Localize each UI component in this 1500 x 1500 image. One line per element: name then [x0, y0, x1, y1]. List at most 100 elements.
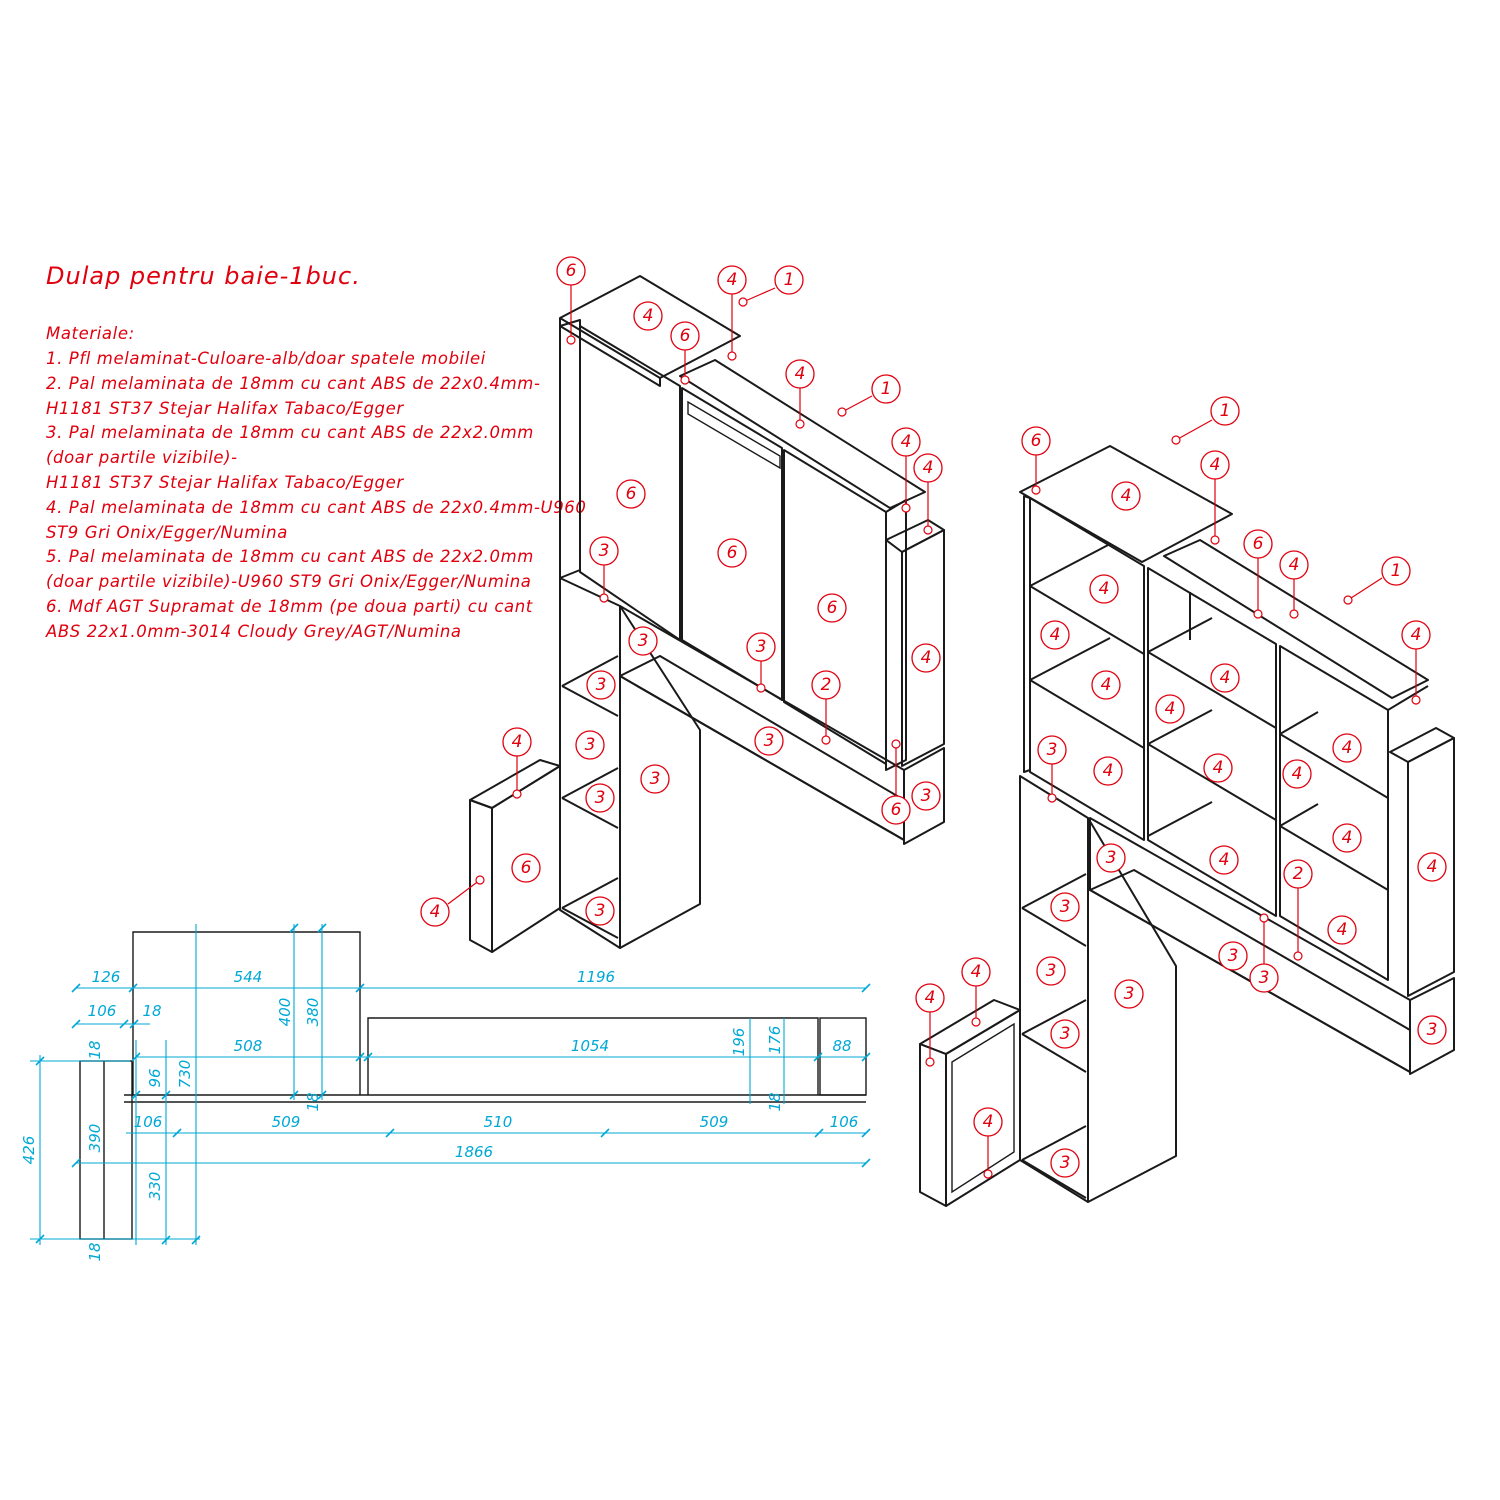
materials-line: (doar partile vizibile)-: [46, 448, 238, 468]
materials-line: H1181 ST37 Stejar Halifax Tabaco/Egger: [46, 472, 404, 492]
dim-label: 426: [20, 1136, 38, 1165]
callout-bubble: 4: [1327, 915, 1357, 945]
door-handle: [687, 400, 781, 470]
svg-text:4: 4: [901, 432, 912, 452]
dim-label: 1866: [455, 1143, 493, 1161]
callout-bubble: 3: [1249, 913, 1279, 993]
callout-bubble: 4: [1040, 620, 1070, 650]
callout-bubble: 4: [1282, 759, 1312, 789]
dim-label: 508: [234, 1037, 263, 1055]
svg-text:3: 3: [1427, 1020, 1438, 1040]
svg-text:3: 3: [1046, 961, 1057, 981]
svg-text:4: 4: [1050, 625, 1061, 645]
callout-bubble: 1: [1171, 396, 1240, 445]
elevation-view: [79, 931, 867, 1240]
lower-column-face: [619, 605, 701, 949]
svg-text:4: 4: [512, 732, 523, 752]
svg-text:4: 4: [1165, 699, 1176, 719]
svg-text:4: 4: [923, 458, 934, 478]
elevation-tall-unit: [132, 931, 361, 1095]
dim-label: 176: [766, 1026, 784, 1055]
callout-bubble: 6: [817, 593, 847, 623]
svg-text:3: 3: [921, 786, 932, 806]
dim-label: 18: [86, 1242, 104, 1261]
callout-bubble: 4: [961, 957, 991, 1027]
svg-text:6: 6: [626, 484, 637, 504]
svg-text:3: 3: [585, 735, 596, 755]
svg-text:3: 3: [595, 901, 606, 921]
callout-bubble: 2: [811, 670, 841, 745]
dim-label: 390: [86, 1124, 104, 1153]
callout-bubble: 3: [586, 670, 616, 700]
svg-text:3: 3: [1060, 1024, 1071, 1044]
dim-label: 88: [832, 1037, 851, 1055]
materials-line: H1181 ST37 Stejar Halifax Tabaco/Egger: [46, 398, 404, 418]
dim-label: 106: [134, 1113, 163, 1131]
top-board-left: [559, 275, 741, 379]
callout-bubble: 4: [1111, 481, 1141, 511]
svg-text:3: 3: [1106, 848, 1117, 868]
open-top-board-right: [1163, 539, 1429, 699]
callout-bubble: 6: [616, 479, 646, 509]
callout-bubble: 4: [1332, 733, 1362, 763]
dimensions: 126 544 1196 106 18 400 380 508 1054 88 …: [20, 923, 871, 1262]
svg-text:3: 3: [599, 541, 610, 561]
svg-text:6: 6: [1253, 534, 1264, 554]
svg-text:4: 4: [1411, 625, 1422, 645]
callout-bubble: 1: [738, 265, 804, 307]
callout-bubble: 3: [640, 764, 670, 794]
callout-bubble: 4: [911, 643, 941, 673]
callout-bubble: 4: [1200, 450, 1230, 545]
dim-label: 510: [484, 1113, 513, 1131]
svg-text:6: 6: [727, 543, 738, 563]
callout-bubble: 6: [556, 256, 586, 345]
callout-bubble: 3: [589, 536, 619, 603]
open-bottom-shelf: [1089, 817, 1411, 1073]
svg-text:4: 4: [1427, 857, 1438, 877]
drawing-title: Dulap pentru baie-1buc.: [46, 262, 361, 290]
callout-bubble: 3: [1096, 843, 1126, 873]
callout-bubble: 3: [1050, 1019, 1080, 1049]
callout-bubble: 3: [575, 730, 605, 760]
callout-bubble: 4: [633, 301, 663, 331]
materials-line: 5. Pal melaminata de 18mm cu cant ABS de…: [46, 547, 534, 567]
callout-bubble: 4: [1093, 756, 1123, 786]
dim-label: 106: [830, 1113, 859, 1131]
callout-bubble: 4: [913, 453, 943, 535]
callout-bubble: 6: [511, 853, 541, 883]
svg-text:4: 4: [925, 988, 936, 1008]
svg-text:3: 3: [1124, 984, 1135, 1004]
svg-text:3: 3: [1259, 968, 1270, 988]
svg-text:4: 4: [727, 270, 738, 290]
svg-text:4: 4: [795, 364, 806, 384]
callout-bubble: 2: [1283, 859, 1313, 961]
svg-text:2: 2: [1293, 864, 1304, 884]
dim-label: 18: [142, 1002, 161, 1020]
dim-label: 509: [700, 1113, 729, 1131]
svg-text:4: 4: [430, 902, 441, 922]
materials-heading: Materiale:: [46, 324, 135, 343]
materials-line: (doar partile vizibile)-U960 ST9 Gri Oni…: [46, 572, 532, 592]
svg-text:4: 4: [1121, 486, 1132, 506]
callout-bubble: 4: [1091, 670, 1121, 700]
svg-text:3: 3: [1228, 946, 1239, 966]
dim-label: 509: [272, 1113, 301, 1131]
open-top-board-left: [1019, 445, 1233, 563]
callout-bubble: 3: [1417, 1015, 1447, 1045]
svg-text:3: 3: [756, 637, 767, 657]
svg-text:3: 3: [764, 731, 775, 751]
materials-line: 6. Mdf AGT Supramat de 18mm (pe doua par…: [46, 596, 533, 616]
svg-text:3: 3: [1047, 740, 1058, 760]
svg-text:4: 4: [1292, 764, 1303, 784]
svg-text:4: 4: [921, 648, 932, 668]
callout-bubble: 4: [915, 983, 945, 1067]
callout-bubble: 3: [1037, 735, 1067, 803]
materials-line: 1. Pfl melaminat-Culoare-alb/doar spatel…: [46, 349, 486, 368]
svg-text:6: 6: [680, 326, 691, 346]
callout-bubble: 3: [1036, 956, 1066, 986]
callout-bubble: 4: [1203, 753, 1233, 783]
callout-bubble: 3: [746, 632, 776, 693]
callout-bubble: 4: [1155, 694, 1185, 724]
materials-line: ST9 Gri Onix/Egger/Numina: [46, 522, 288, 542]
